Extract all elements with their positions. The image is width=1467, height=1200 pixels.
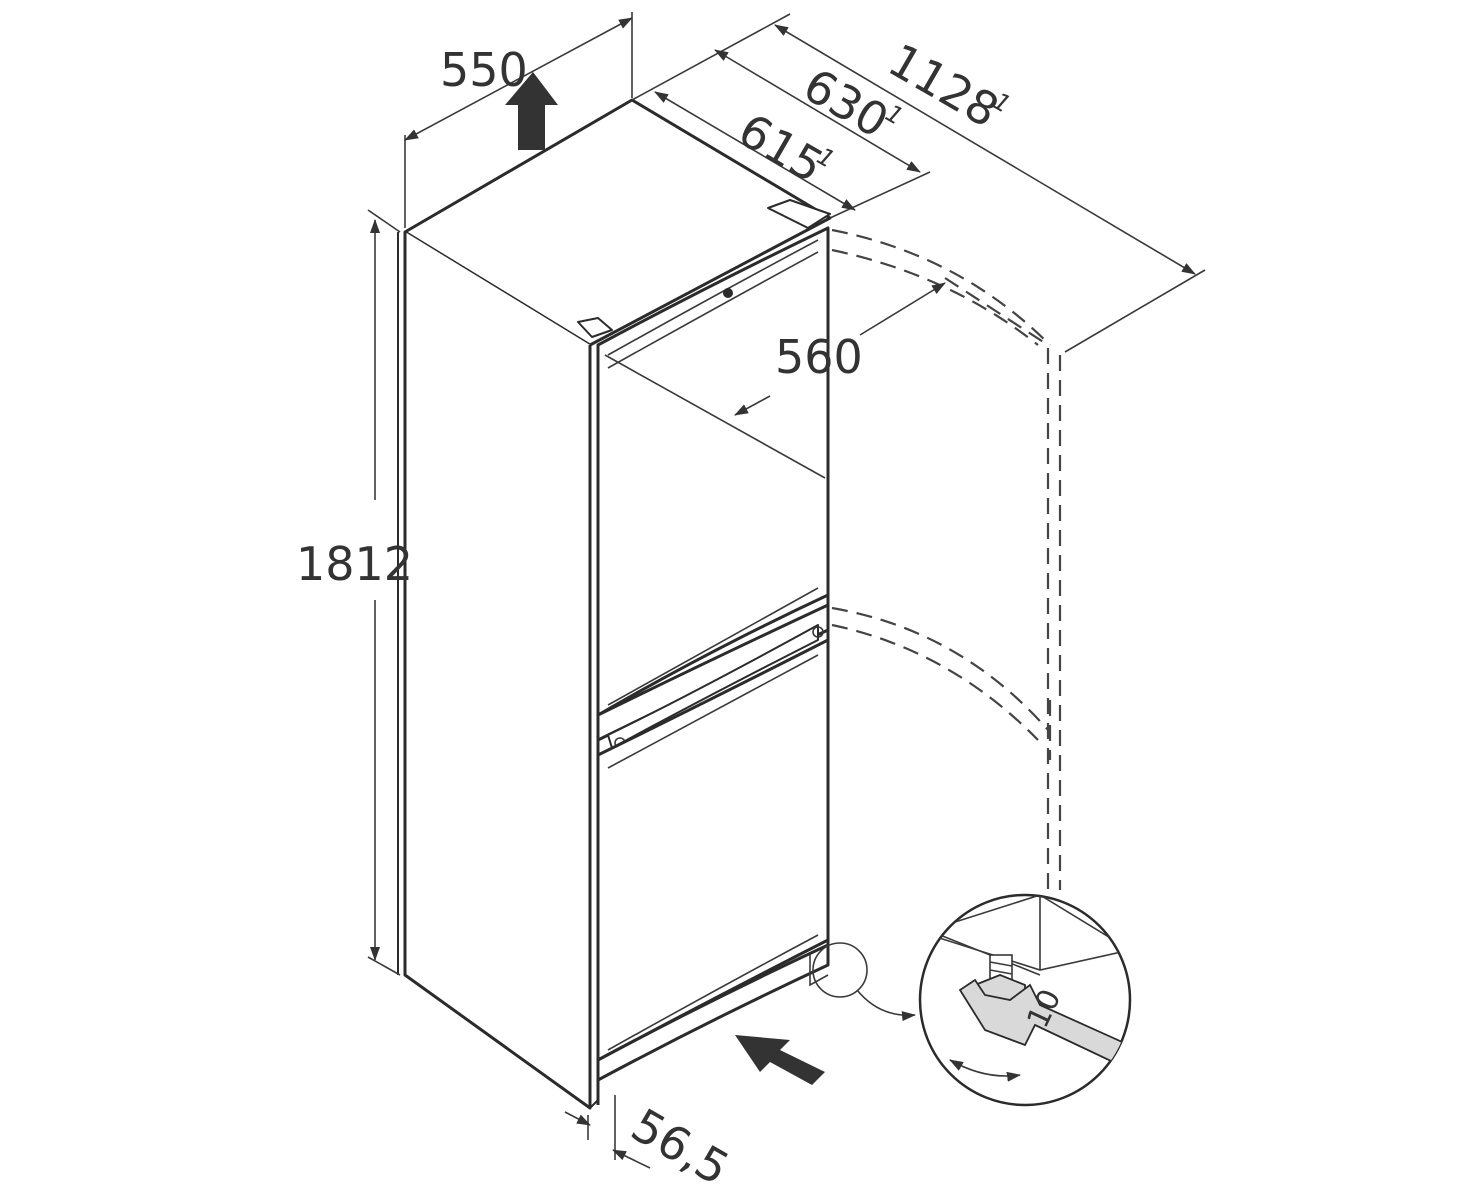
wrench-adjust-foot-icon: [958, 978, 1130, 1072]
fridge-base: [596, 943, 830, 1082]
height-label: 1812: [296, 537, 413, 591]
foot-zoom-marker: [812, 942, 868, 998]
rotate-arrow-icon: [949, 1059, 1021, 1082]
door-depth-label: 560: [775, 330, 863, 384]
dimension-foot-offset: 56,5: [564, 1095, 739, 1196]
dimension-door-depth: 560: [734, 282, 946, 416]
depth-label: 550: [440, 43, 528, 97]
dimension-height: 1812: [296, 209, 413, 976]
foot-offset-label: 56,5: [623, 1098, 739, 1196]
fridge-left-side: [403, 232, 592, 1110]
dimension-depth: 550: [404, 12, 633, 228]
fridge-body: [397, 98, 832, 1110]
side-arrow-icon: [735, 1035, 825, 1085]
upper-door: [596, 226, 830, 717]
foot-detail: 10: [918, 893, 1132, 1107]
up-arrow-icon: [505, 72, 558, 150]
